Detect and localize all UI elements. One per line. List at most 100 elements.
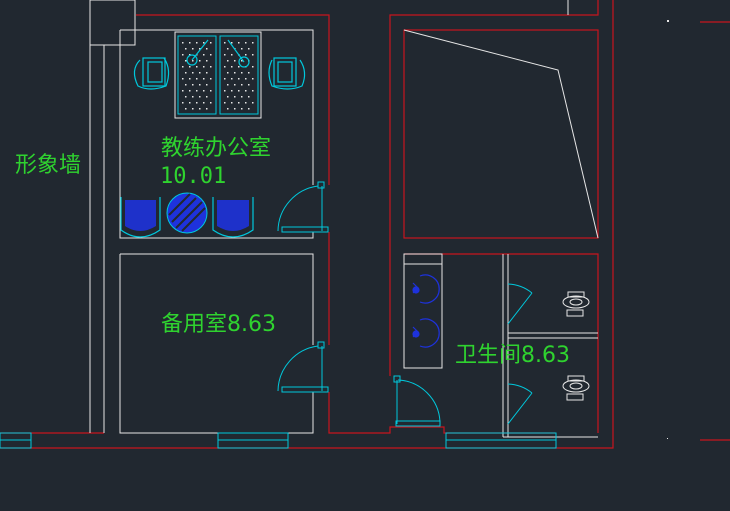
sofa-dot [241, 96, 243, 98]
sofa-dot [210, 78, 212, 80]
stall-door-1 [507, 283, 533, 325]
round-table [166, 192, 208, 234]
sofa-dot [192, 72, 194, 74]
sofa-dot [245, 42, 247, 44]
sofa-dot [224, 78, 226, 80]
sofa-dot [203, 42, 205, 44]
office-outline-top [120, 29, 314, 185]
sofa-dot [252, 66, 254, 68]
spare-outline [119, 254, 314, 434]
sofa-dot [234, 84, 236, 86]
sofa-dot [238, 102, 240, 104]
sofa-dot [241, 48, 243, 50]
sofa-dot [224, 102, 226, 104]
sofa-dot [189, 42, 191, 44]
office-door [277, 181, 329, 233]
sofa-dot [185, 108, 187, 110]
sofa-dot [238, 66, 240, 68]
sofa-pattern [182, 42, 254, 110]
sofa-dot [241, 60, 243, 62]
coach-office-label: 教练办公室 [161, 136, 272, 161]
column-box [89, 0, 136, 46]
chair-right [212, 197, 254, 238]
sofa-dot [182, 90, 184, 92]
sofa-dot [192, 60, 194, 62]
sofa-dot [231, 66, 233, 68]
sofa-dot [206, 48, 208, 50]
toilets [562, 291, 590, 401]
sofa-dot [199, 48, 201, 50]
sofa-dot [192, 84, 194, 86]
sofa-dot [206, 60, 208, 62]
sofa-dot [245, 54, 247, 56]
sofa-dot [231, 78, 233, 80]
sofa-dot [227, 48, 229, 50]
sofa-dot [182, 78, 184, 80]
sofa-dot [185, 60, 187, 62]
sofa-dot [203, 90, 205, 92]
spare-room-label: 备用室8.63 [161, 312, 276, 337]
sofa-dot [192, 96, 194, 98]
sofa-dot [231, 54, 233, 56]
sofa-dot [252, 42, 254, 44]
restroom-label: 卫生间8.63 [455, 343, 570, 368]
wall-office-top [136, 14, 330, 185]
sofa-dot [252, 78, 254, 80]
sofa-dot [248, 96, 250, 98]
sofa-dot [210, 66, 212, 68]
sofa-dot [210, 42, 212, 44]
sofa-dot [227, 60, 229, 62]
toilet-2 [562, 375, 590, 401]
sofa-dot [206, 96, 208, 98]
spare-door [277, 341, 329, 393]
sofa-dot [189, 66, 191, 68]
sofa-dot [199, 60, 201, 62]
sofa-dot [227, 84, 229, 86]
table-set [120, 192, 254, 238]
sofa-dot [196, 102, 198, 104]
doors-windows [0, 181, 557, 449]
sink-1 [412, 274, 440, 304]
sofa-dot [182, 66, 184, 68]
coach-office-area: 10.01 [160, 164, 227, 189]
sofa-dot [227, 96, 229, 98]
sofa-dot [206, 84, 208, 86]
wall-upper-room [403, 29, 599, 239]
sofa-dot [245, 102, 247, 104]
sofa-dot [245, 90, 247, 92]
sofa-dot [185, 72, 187, 74]
sofa-dot [252, 90, 254, 92]
sofa-ornament [186, 39, 250, 68]
sofa-dot [182, 54, 184, 56]
sofa-dot [206, 72, 208, 74]
sofa-dot [238, 42, 240, 44]
sofa-dot [203, 54, 205, 56]
sofa-dot [203, 102, 205, 104]
mark-dot [667, 438, 668, 439]
sofa-dot [234, 72, 236, 74]
sofa-dot [210, 102, 212, 104]
sofa-dot [234, 108, 236, 110]
sinks [412, 274, 440, 348]
walls [0, 0, 730, 449]
sofa-dot [248, 48, 250, 50]
sofa-dot [199, 96, 201, 98]
wall-bottom-outer [0, 0, 614, 449]
sofa-dot [238, 78, 240, 80]
sink-counter [403, 253, 443, 369]
sofa-dot [241, 108, 243, 110]
sofa-dot [231, 90, 233, 92]
sofa-dot [182, 42, 184, 44]
sofa-dot [196, 66, 198, 68]
sofa-dot [192, 108, 194, 110]
sofa-dot [252, 102, 254, 104]
sofa-dot [196, 90, 198, 92]
chair-left [120, 197, 161, 238]
sofa-dot [199, 108, 201, 110]
sofa-dot [210, 90, 212, 92]
stall-door-2 [507, 383, 533, 425]
sofa-dot [189, 78, 191, 80]
spare-outline-top [120, 253, 314, 345]
restroom-door [393, 375, 441, 427]
